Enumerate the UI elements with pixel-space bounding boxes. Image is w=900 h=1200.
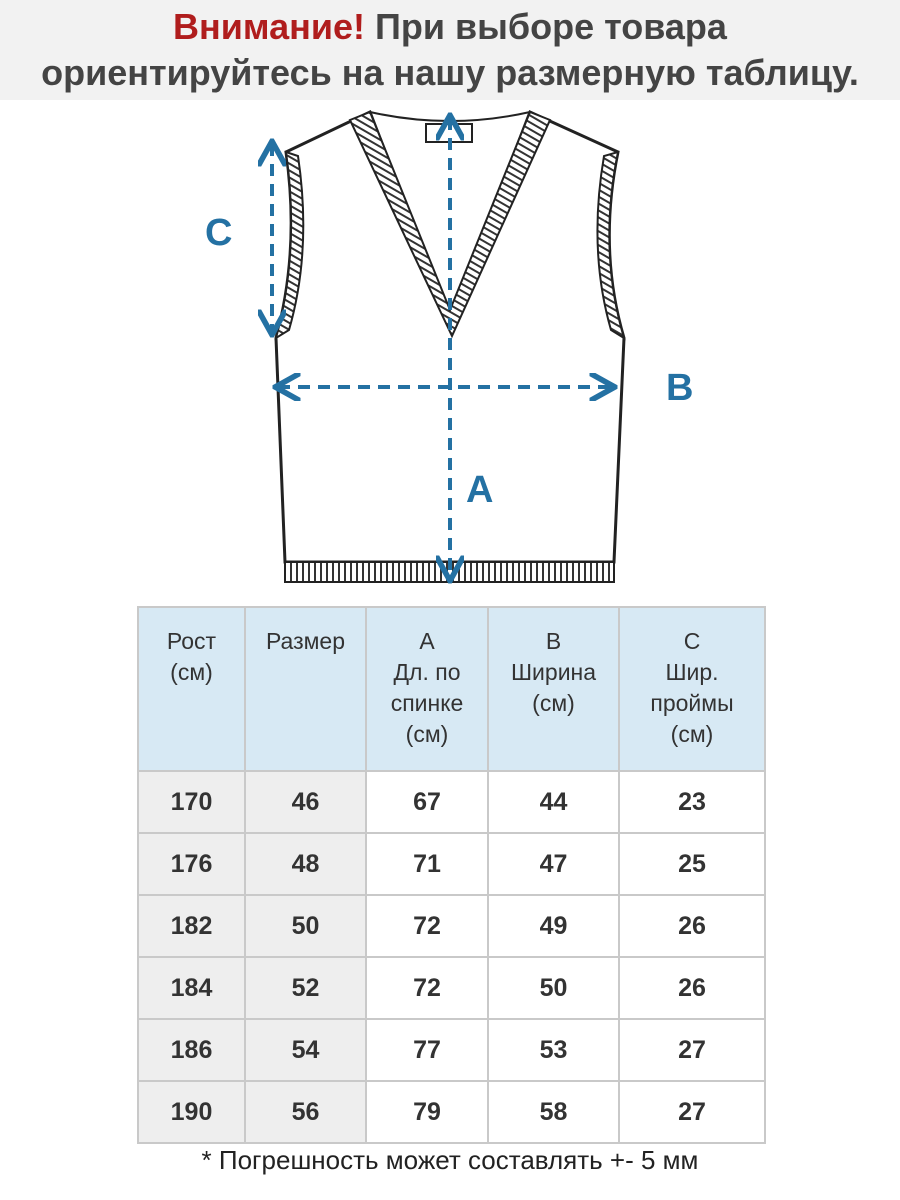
cell-height: 190: [137, 1080, 246, 1144]
table-row: 176 48 71 47 25: [137, 832, 766, 896]
banner-line-1: Внимание! При выборе товара: [0, 4, 900, 50]
header-width: B Ширина (см): [487, 606, 620, 772]
table-row: 186 54 77 53 27: [137, 1018, 766, 1082]
cell-back-length: 72: [365, 956, 489, 1020]
table-row: 190 56 79 58 27: [137, 1080, 766, 1144]
table-row: 170 46 67 44 23: [137, 770, 766, 834]
table-row: 184 52 72 50 26: [137, 956, 766, 1020]
warning-word: Внимание!: [173, 6, 365, 47]
cell-width: 53: [487, 1018, 620, 1082]
cell-height: 184: [137, 956, 246, 1020]
armhole-trim-right: [596, 150, 626, 341]
label-b: B: [666, 367, 693, 409]
cell-height: 170: [137, 770, 246, 834]
table-header-row: Рост (см) Размер A Дл. по спинке (см) B …: [137, 606, 766, 772]
cell-armhole-width: 23: [618, 770, 766, 834]
cell-height: 182: [137, 894, 246, 958]
header-armhole-width: C Шир. проймы (см): [618, 606, 766, 772]
cell-armhole-width: 25: [618, 832, 766, 896]
cell-size: 48: [244, 832, 367, 896]
label-a: A: [466, 469, 493, 511]
cell-width: 47: [487, 832, 620, 896]
table-row: 182 50 72 49 26: [137, 894, 766, 958]
cell-height: 186: [137, 1018, 246, 1082]
header-height: Рост (см): [137, 606, 246, 772]
cell-width: 49: [487, 894, 620, 958]
banner-line-1-text: При выборе товара: [364, 6, 727, 47]
header-size: Размер: [244, 606, 367, 772]
banner-line-2: ориентируйтесь на нашу размерную таблицу…: [41, 52, 859, 93]
label-c: C: [205, 212, 232, 254]
cell-back-length: 79: [365, 1080, 489, 1144]
cell-armhole-width: 27: [618, 1080, 766, 1144]
cell-armhole-width: 26: [618, 956, 766, 1020]
cell-size: 54: [244, 1018, 367, 1082]
cell-width: 50: [487, 956, 620, 1020]
size-table-container: Рост (см) Размер A Дл. по спинке (см) B …: [137, 606, 766, 1144]
cell-armhole-width: 26: [618, 894, 766, 958]
cell-width: 44: [487, 770, 620, 834]
cell-back-length: 77: [365, 1018, 489, 1082]
cell-size: 50: [244, 894, 367, 958]
warning-banner: Внимание! При выборе товара ориентируйте…: [0, 0, 900, 100]
cell-height: 176: [137, 832, 246, 896]
cell-width: 58: [487, 1080, 620, 1144]
cell-size: 56: [244, 1080, 367, 1144]
cell-back-length: 71: [365, 832, 489, 896]
cell-size: 52: [244, 956, 367, 1020]
vest-diagram: A B C: [205, 109, 693, 600]
cell-back-length: 67: [365, 770, 489, 834]
cell-size: 46: [244, 770, 367, 834]
armhole-trim-left: [274, 150, 305, 341]
cell-armhole-width: 27: [618, 1018, 766, 1082]
tolerance-footnote: * Погрешность может составлять +- 5 мм: [201, 1145, 699, 1175]
size-table: Рост (см) Размер A Дл. по спинке (см) B …: [137, 606, 766, 1144]
header-back-length: A Дл. по спинке (см): [365, 606, 489, 772]
cell-back-length: 72: [365, 894, 489, 958]
